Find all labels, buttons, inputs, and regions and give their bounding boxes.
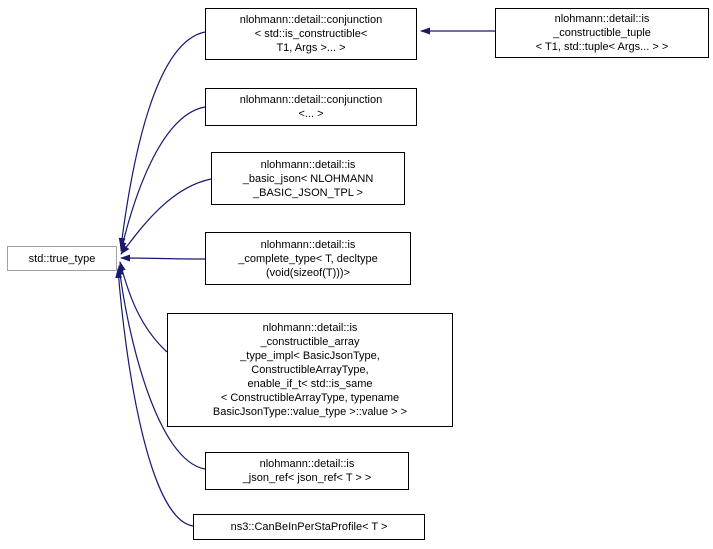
inheritance-edge-is-constructible-array xyxy=(118,261,168,353)
inheritance-edge-canbeinperstaprofile xyxy=(115,268,194,527)
inheritance-edge-is-complete-type xyxy=(120,254,206,262)
node-conjunction-is-constructible[interactable]: nlohmann::detail::conjunction < std::is_… xyxy=(205,8,417,60)
node-is-complete-type[interactable]: nlohmann::detail::is _complete_type< T, … xyxy=(205,232,411,285)
node-std-true-type: std::true_type xyxy=(7,246,117,271)
node-is-json-ref[interactable]: nlohmann::detail::is _json_ref< json_ref… xyxy=(205,452,409,490)
inheritance-edge-conjunction-constructible xyxy=(118,31,206,248)
inheritance-edge-is-json-ref xyxy=(116,265,206,470)
node-is-constructible-tuple[interactable]: nlohmann::detail::is _constructible_tupl… xyxy=(495,8,709,58)
inheritance-edge-conjunction-variadic xyxy=(119,106,206,252)
node-is-basic-json[interactable]: nlohmann::detail::is _basic_json< NLOHMA… xyxy=(211,152,405,205)
node-ns3-canbeinperstaprofile[interactable]: ns3::CanBeInPerStaProfile< T > xyxy=(193,514,425,540)
inheritance-edge-is-basic-json xyxy=(120,178,212,255)
node-conjunction-variadic[interactable]: nlohmann::detail::conjunction <... > xyxy=(205,88,417,126)
node-is-constructible-array-type-impl[interactable]: nlohmann::detail::is _constructible_arra… xyxy=(167,313,453,427)
